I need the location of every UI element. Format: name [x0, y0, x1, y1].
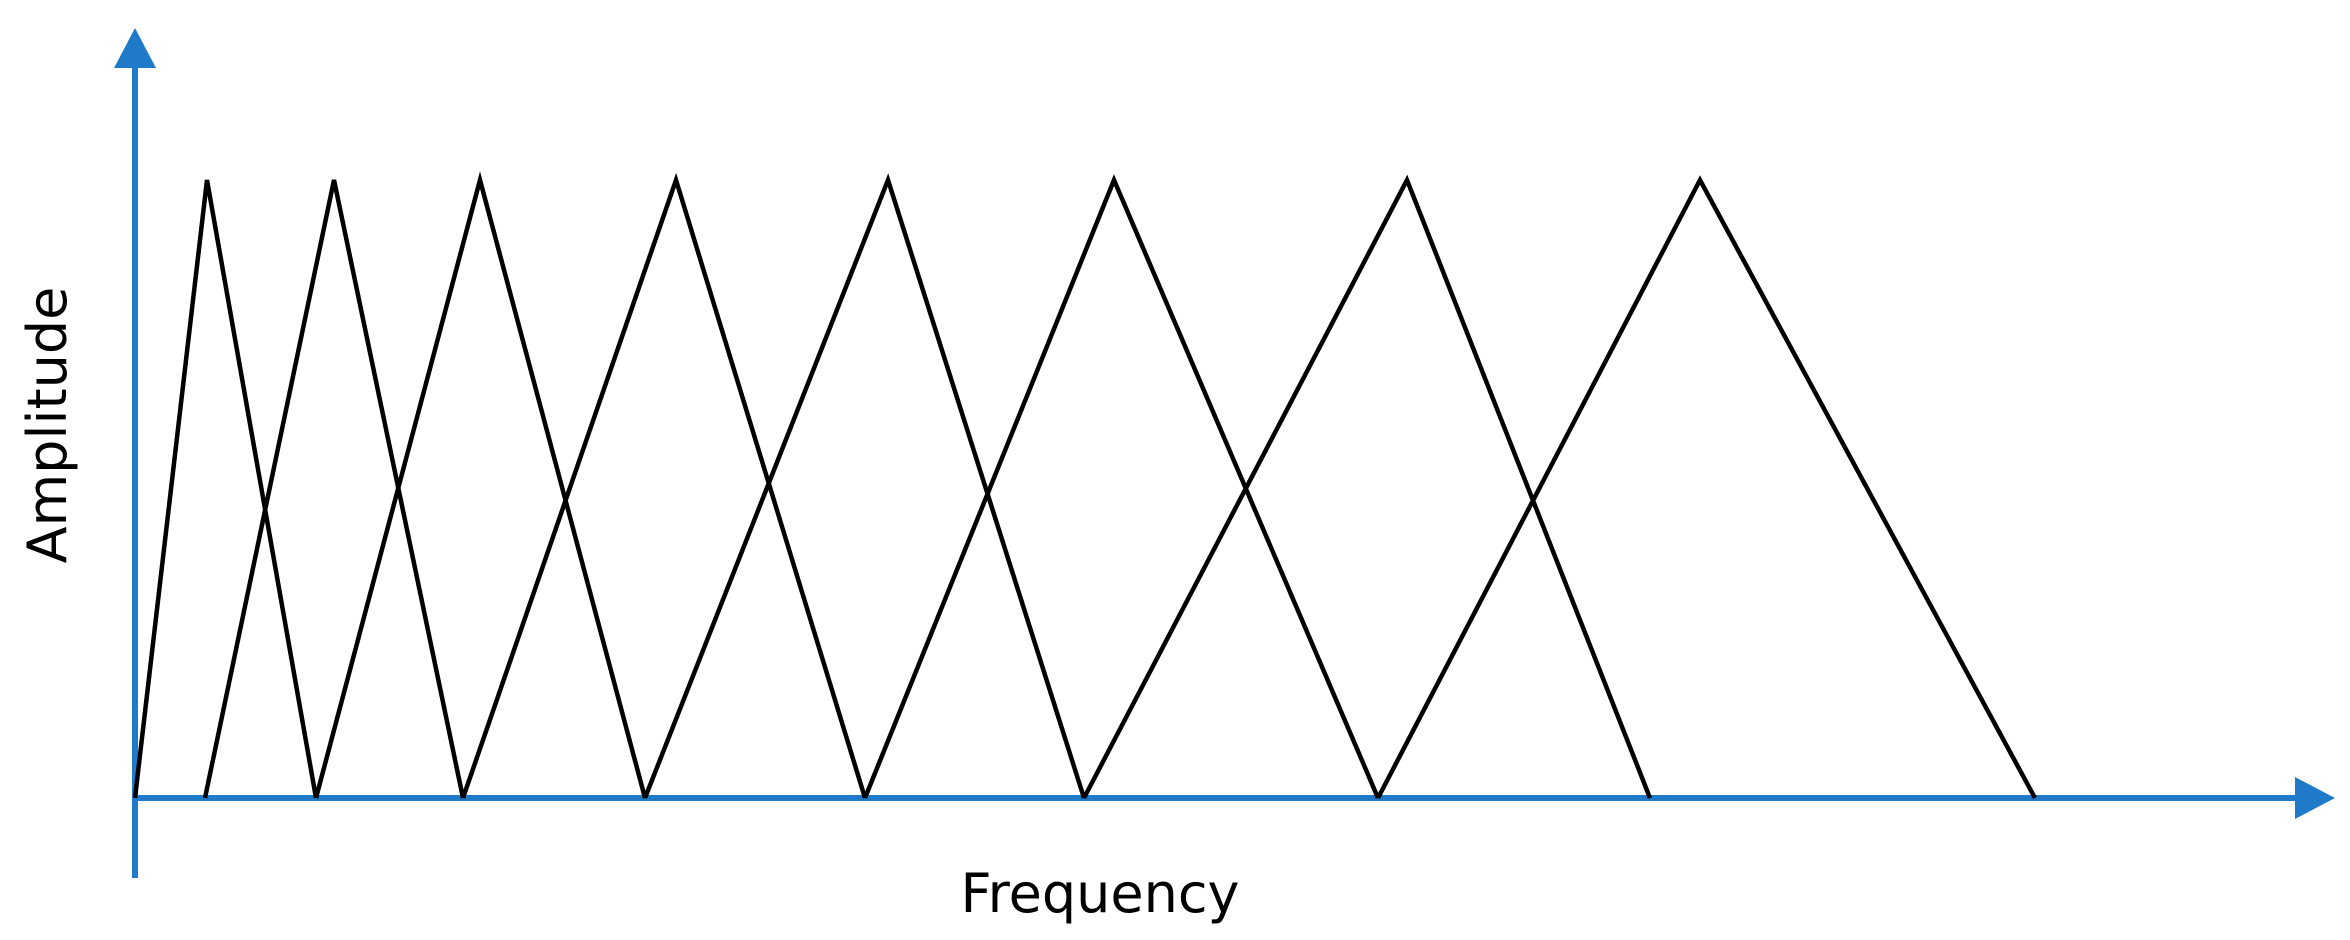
y-axis-arrowhead: [114, 28, 156, 68]
x-axis-label: Frequency: [961, 862, 1240, 925]
triangular-filter-7: [1082, 174, 1653, 800]
axes: [114, 28, 2335, 878]
triangular-filter-5: [642, 173, 1087, 799]
triangular-filter-4: [460, 172, 868, 799]
triangular-filter-3: [313, 171, 648, 799]
triangular-filter-2: [202, 179, 466, 799]
triangular-filter-8: [1376, 175, 2037, 800]
triangular-filters: [132, 171, 2037, 800]
x-axis-arrowhead: [2295, 777, 2335, 819]
triangular-filter-1: [132, 179, 319, 799]
triangular-filter-6: [862, 174, 1381, 799]
y-axis-label: Amplitude: [16, 287, 79, 564]
